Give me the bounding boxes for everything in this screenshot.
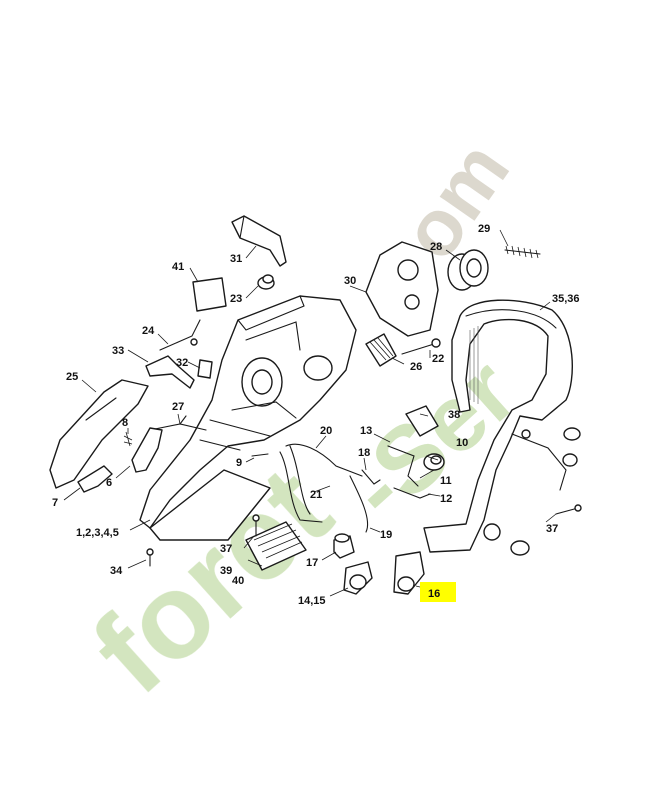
label-27: 27 [172, 401, 184, 413]
leader-lines [63, 229, 557, 597]
label-10: 10 [456, 437, 468, 449]
part-23-knob [257, 274, 275, 290]
label-26: 26 [410, 361, 422, 373]
part-35-36-handlebar [423, 299, 581, 556]
label-20: 20 [320, 425, 332, 437]
label-22: 22 [432, 353, 444, 365]
part-37-screw-right [555, 504, 582, 515]
label-8: 8 [122, 417, 128, 429]
part-39-40-pad [245, 521, 307, 571]
label-28: 28 [430, 241, 442, 253]
part-22-bolt [401, 338, 441, 355]
label-29: 29 [478, 223, 490, 235]
label-23: 23 [230, 293, 242, 305]
part-29-spring [504, 245, 541, 259]
label-16: 16 [428, 588, 440, 600]
label-33: 33 [112, 345, 124, 357]
label-24: 24 [142, 325, 155, 337]
label-18: 18 [358, 447, 370, 459]
label-17: 17 [306, 557, 318, 569]
part-32-clip [197, 359, 213, 379]
part-13-hose [387, 445, 419, 487]
part-37-screw-left [252, 514, 260, 537]
part-16-clamp [393, 551, 425, 595]
part-18-connector [361, 469, 381, 485]
part-34-screw [146, 548, 154, 567]
label-19: 19 [380, 529, 392, 541]
highlight-16 [420, 582, 456, 602]
part-25-cover [49, 379, 149, 489]
part-41-plate [192, 277, 227, 312]
label-21: 21 [310, 489, 322, 501]
label-30: 30 [344, 275, 356, 287]
part-7-interlock [77, 465, 113, 493]
part-28-flange [447, 249, 489, 291]
part-labels: 31 41 23 24 33 32 25 27 8 6 7 1,2,3,4,5 … [52, 223, 580, 607]
part-38-spacer [405, 405, 439, 437]
label-12: 12 [440, 493, 452, 505]
part-6-trigger [131, 427, 163, 473]
part-30-manifold [365, 241, 439, 337]
label-40: 40 [232, 575, 244, 587]
label-32: 32 [176, 357, 188, 369]
part-12-hose [393, 487, 431, 499]
label-7: 7 [52, 497, 58, 509]
label-11: 11 [440, 475, 452, 487]
part-31-cover [231, 215, 287, 267]
watermark: forêt -Ser .com [68, 126, 537, 720]
part-20-21-hoses [279, 443, 368, 533]
label-14-15: 14,15 [298, 595, 326, 607]
part-24-rod [159, 319, 201, 351]
part-26-bellows [365, 333, 397, 367]
part-27-linkage [149, 415, 207, 431]
label-9: 9 [236, 457, 242, 469]
label-13: 13 [360, 425, 372, 437]
part-17-cap [333, 533, 355, 559]
label-37-left: 37 [220, 543, 232, 555]
part-14-15-clamp [343, 561, 373, 595]
part-8-spring [123, 431, 133, 447]
label-39: 39 [220, 565, 232, 577]
main-housing [139, 295, 357, 541]
part-33-lever [145, 355, 195, 389]
label-6: 6 [106, 477, 112, 489]
label-34: 34 [110, 565, 123, 577]
label-38: 38 [448, 409, 460, 421]
label-1-5: 1,2,3,4,5 [76, 527, 119, 539]
label-41: 41 [172, 261, 184, 273]
label-25: 25 [66, 371, 78, 383]
part-10-grommet [423, 453, 445, 471]
label-37-right: 37 [546, 523, 558, 535]
part-9-pin [251, 453, 269, 457]
label-35-36: 35,36 [552, 293, 580, 305]
label-31: 31 [230, 253, 242, 265]
